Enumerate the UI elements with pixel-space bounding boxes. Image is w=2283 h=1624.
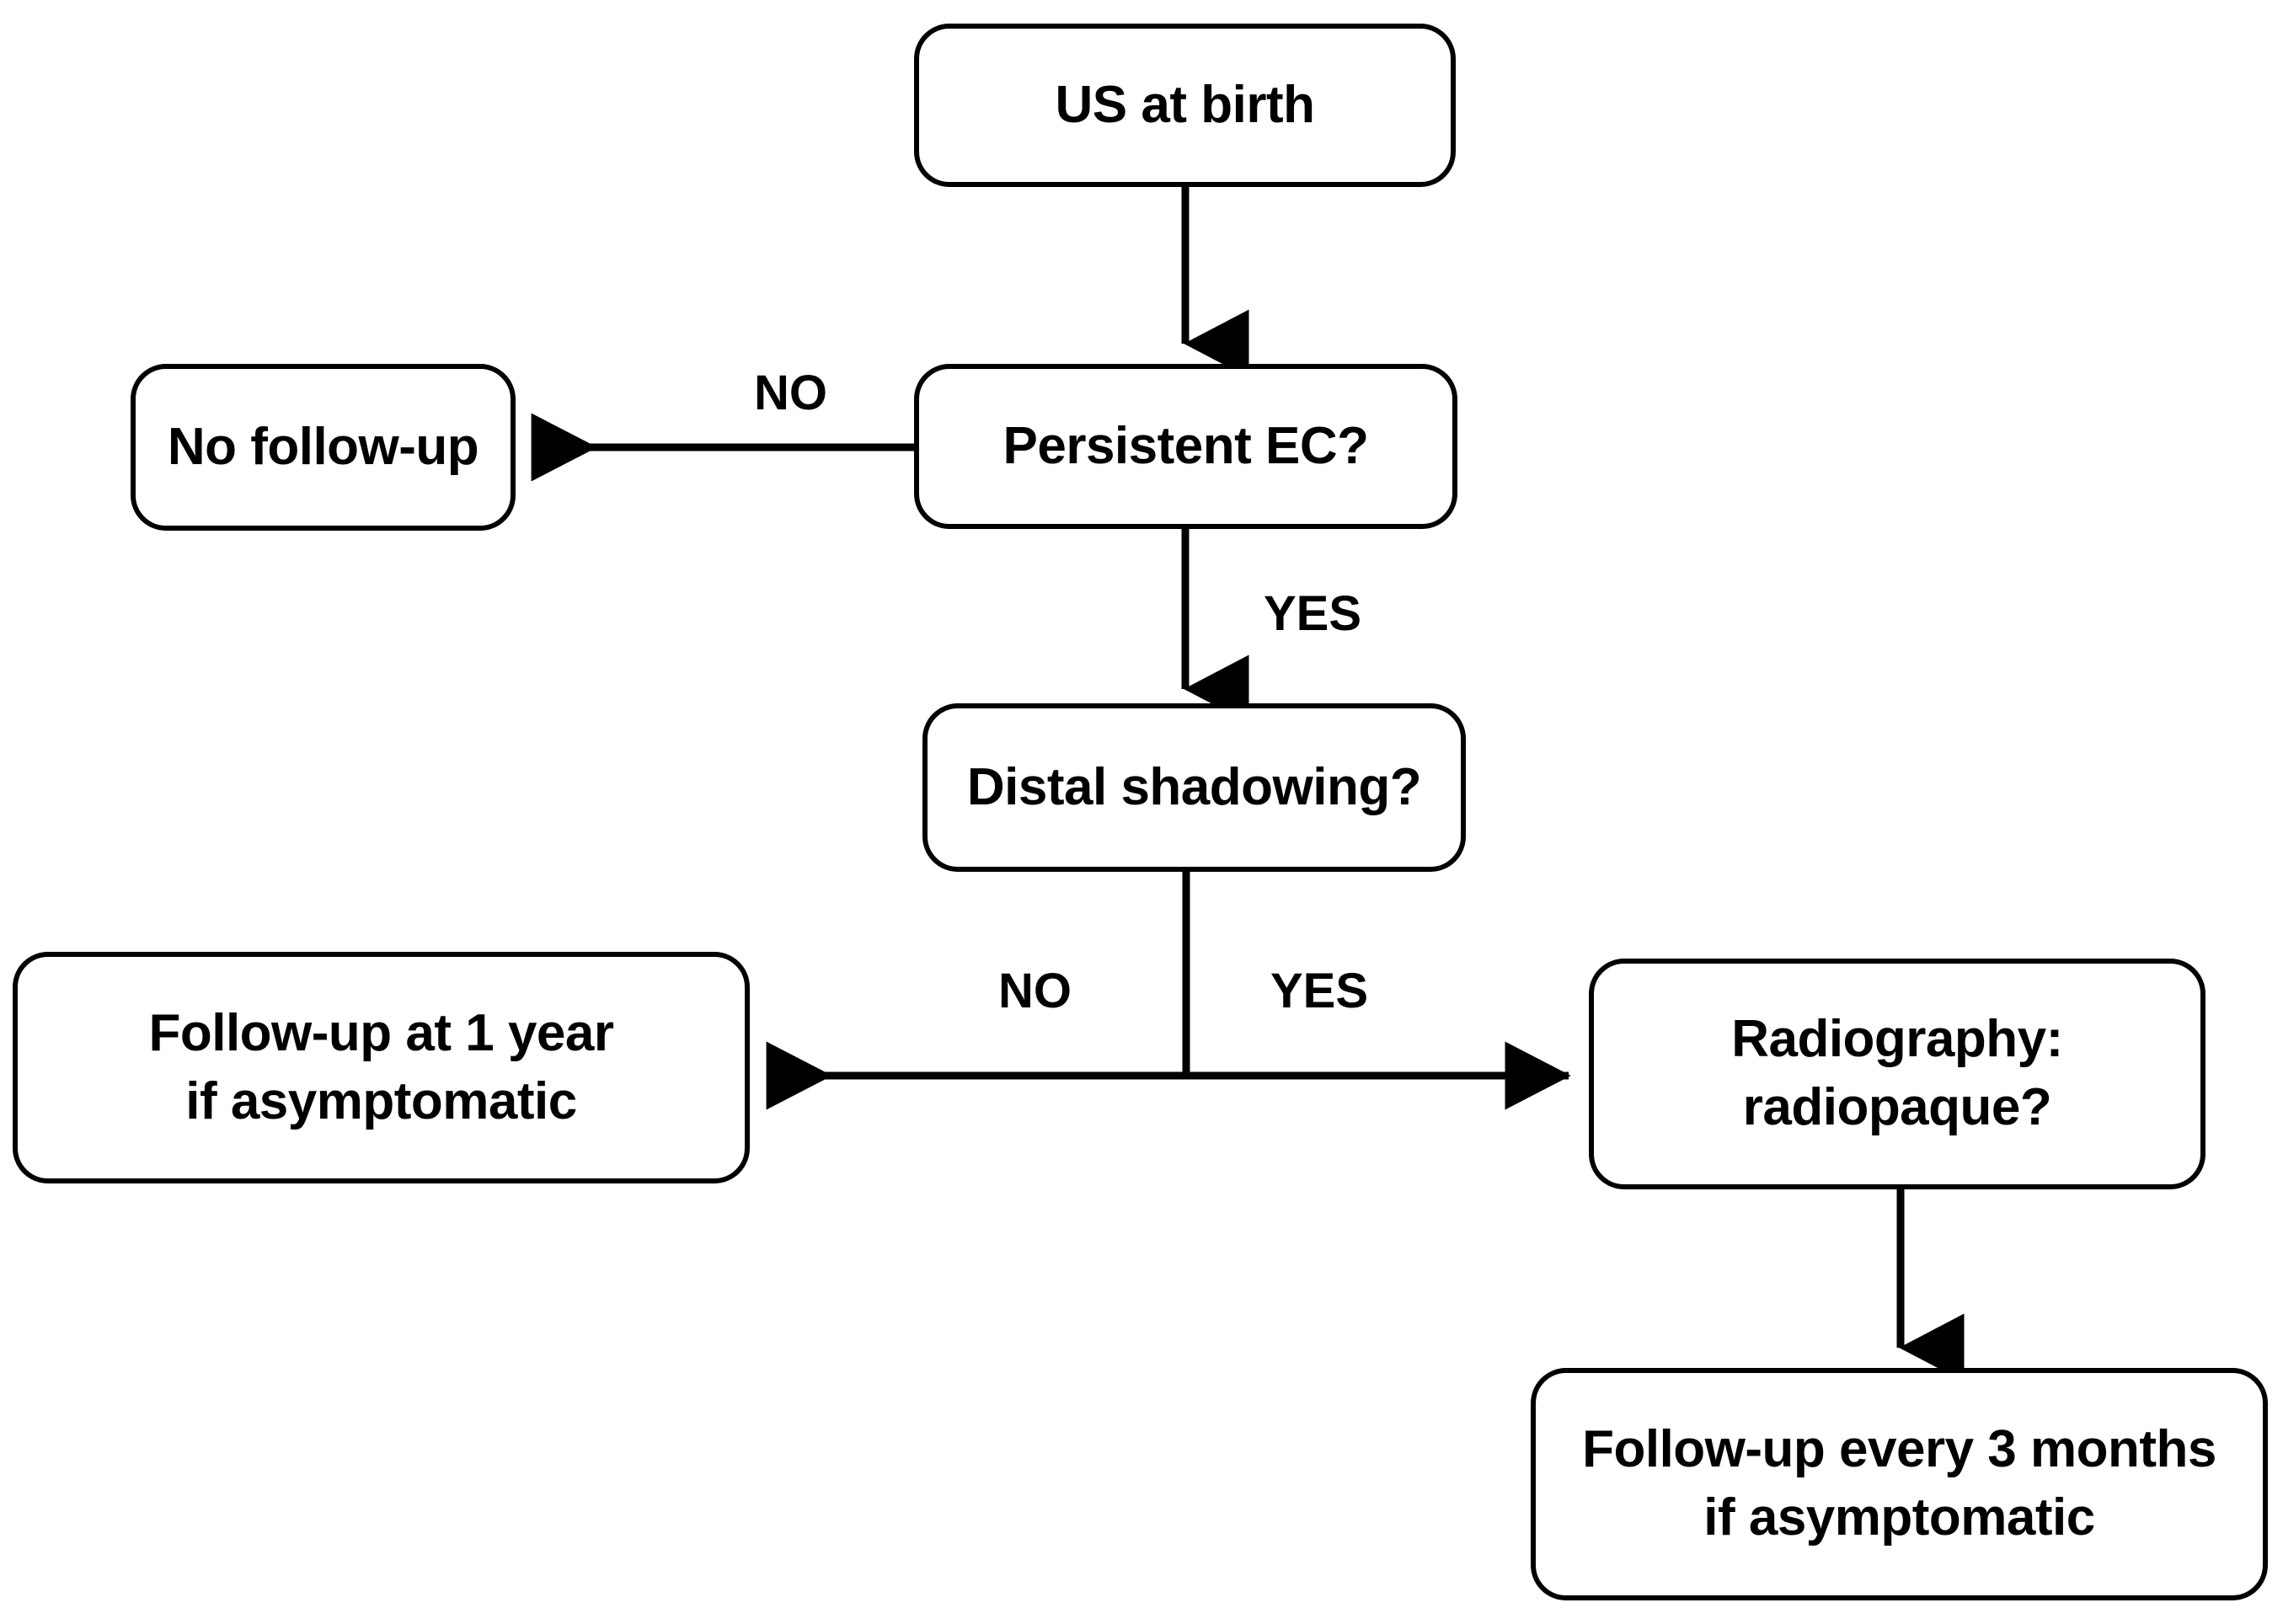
edge-label-yes-persistent-ec: YES bbox=[1264, 586, 1362, 641]
node-radiography[interactable]: Radiography: radiopaque? bbox=[1589, 959, 2205, 1189]
edge-label-no-persistent-ec: NO bbox=[754, 366, 827, 420]
node-us-at-birth-label: US at birth bbox=[1055, 75, 1315, 134]
node-persistent-ec-label: Persistent EC? bbox=[1002, 416, 1369, 475]
node-follow-up-3-months[interactable]: Follow-up every 3 months if asymptomatic bbox=[1531, 1368, 2268, 1600]
node-no-follow-up-label: No follow-up bbox=[167, 417, 479, 476]
node-radiography-label: Radiography: radiopaque? bbox=[1731, 1010, 2063, 1136]
edge-label-yes-distal-shadowing: YES bbox=[1270, 964, 1369, 1018]
node-distal-shadowing-label: Distal shadowing? bbox=[966, 757, 1422, 816]
node-follow-up-1-year[interactable]: Follow-up at 1 year if asymptomatic bbox=[13, 952, 750, 1183]
node-no-follow-up[interactable]: No follow-up bbox=[131, 364, 516, 531]
node-persistent-ec[interactable]: Persistent EC? bbox=[914, 364, 1457, 529]
node-follow-up-3-months-label: Follow-up every 3 months if asymptomatic bbox=[1582, 1420, 2216, 1547]
node-us-at-birth[interactable]: US at birth bbox=[914, 24, 1456, 187]
node-distal-shadowing[interactable]: Distal shadowing? bbox=[922, 703, 1466, 872]
node-follow-up-1-year-label: Follow-up at 1 year if asymptomatic bbox=[148, 1003, 614, 1130]
edge-label-no-distal-shadowing: NO bbox=[998, 964, 1072, 1018]
